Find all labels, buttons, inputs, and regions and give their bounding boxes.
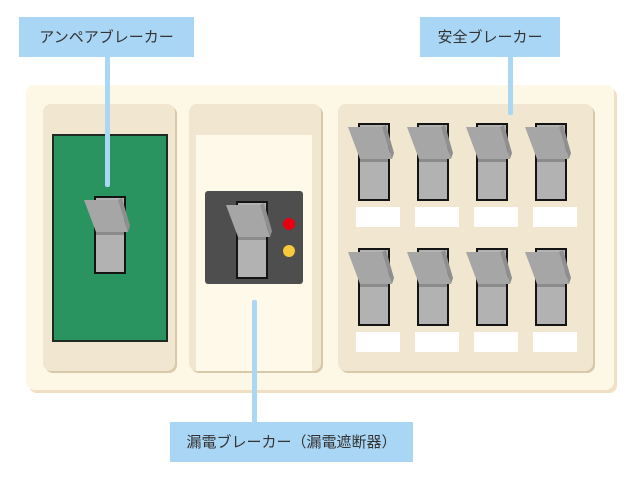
leakage-breaker-switch[interactable] — [226, 201, 272, 281]
safety-breaker-switch[interactable] — [348, 248, 394, 328]
switch-lever-icon — [348, 250, 394, 284]
circuit-nameplate — [533, 332, 577, 352]
ampere-breaker-label: アンペアブレーカー — [19, 17, 194, 57]
switch-band — [478, 157, 506, 162]
safety-breaker-switch[interactable] — [525, 248, 571, 328]
switch-band — [419, 282, 447, 287]
circuit-nameplate — [356, 332, 400, 352]
ampere-leader-line — [105, 55, 110, 187]
switch-lever-icon — [525, 125, 571, 159]
circuit-nameplate — [415, 207, 459, 227]
earth-leakage-breaker-label: 漏電ブレーカー（漏電遮断器） — [170, 422, 413, 462]
switch-lever-icon — [466, 125, 512, 159]
switch-lever-icon — [525, 250, 571, 284]
switch-lever-icon — [226, 203, 272, 237]
safety-breaker-label: 安全ブレーカー — [420, 17, 560, 57]
safety-breaker-switch[interactable] — [407, 248, 453, 328]
ampere-breaker-switch[interactable] — [84, 196, 130, 276]
safety-breaker-switch[interactable] — [466, 248, 512, 328]
leakage-leader-line — [252, 300, 257, 425]
switch-lever-icon — [348, 125, 394, 159]
safety-breaker-switch[interactable] — [525, 123, 571, 203]
switch-band — [360, 282, 388, 287]
switch-band — [96, 230, 124, 235]
switch-band — [537, 157, 565, 162]
safety-breaker-switch[interactable] — [466, 123, 512, 203]
switch-lever-icon — [407, 125, 453, 159]
switch-band — [419, 157, 447, 162]
circuit-nameplate — [474, 207, 518, 227]
circuit-nameplate — [356, 207, 400, 227]
red-indicator-lamp — [283, 218, 295, 230]
safety-leader-line — [508, 55, 513, 115]
safety-breaker-switch[interactable] — [348, 123, 394, 203]
switch-band — [478, 282, 506, 287]
yellow-indicator-lamp — [283, 245, 295, 257]
switch-band — [537, 282, 565, 287]
switch-band — [360, 157, 388, 162]
switch-lever-icon — [407, 250, 453, 284]
safety-breaker-switch[interactable] — [407, 123, 453, 203]
switch-lever-icon — [84, 198, 130, 232]
ampere-breaker-plate — [52, 134, 168, 342]
switch-lever-icon — [466, 250, 512, 284]
circuit-nameplate — [415, 332, 459, 352]
switch-band — [238, 235, 266, 240]
circuit-nameplate — [474, 332, 518, 352]
circuit-nameplate — [533, 207, 577, 227]
